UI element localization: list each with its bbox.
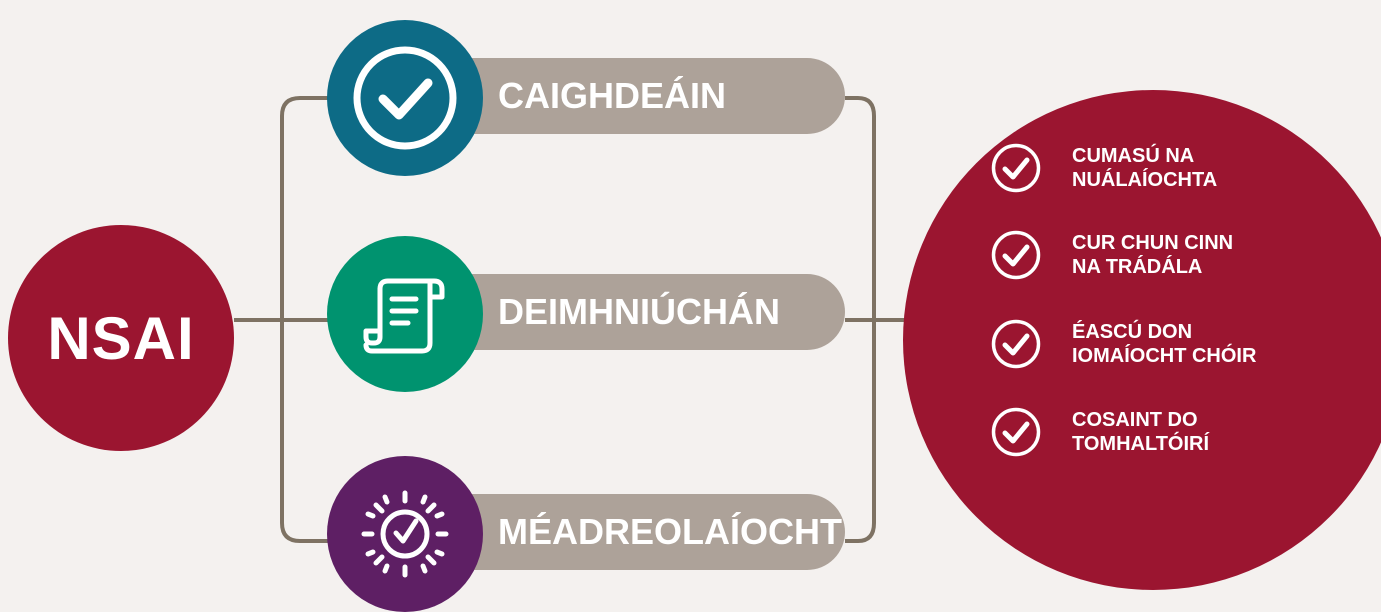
pillar-label-certification: DEIMHNIÚCHÁN [440, 274, 845, 350]
stopwatch-gauge-icon [361, 490, 449, 578]
benefit-text: ÉASCÚ DON IOMAÍOCHT CHÓIR [1072, 320, 1332, 368]
benefit-text: CUMASÚ NA NUÁLAÍOCHTA [1072, 144, 1332, 192]
benefit-item: CUR CHUN CINN NA TRÁDÁLA [990, 229, 1332, 281]
certification-icon-circle [327, 236, 483, 392]
pillar-label: CAIGHDEÁIN [498, 75, 727, 116]
scroll-document-icon [363, 278, 445, 354]
checkmark-icon [991, 319, 1041, 369]
benefit-item: CUMASÚ NA NUÁLAÍOCHTA [990, 142, 1332, 194]
pillar-label: MÉADREOLAÍOCHT [498, 511, 842, 552]
benefit-line: COSAINT DO [1072, 409, 1198, 431]
checkmark-icon [353, 46, 457, 150]
organization-name: NSAI [47, 304, 195, 372]
benefit-item: COSAINT DO TOMHALTÓIRÍ [990, 406, 1332, 458]
benefit-text: COSAINT DO TOMHALTÓIRÍ [1072, 408, 1332, 456]
pillar-label: DEIMHNIÚCHÁN [498, 291, 780, 332]
benefit-line: ÉASCÚ DON [1072, 321, 1193, 343]
standards-icon-circle [327, 20, 483, 176]
benefit-text: CUR CHUN CINN NA TRÁDÁLA [1072, 231, 1332, 279]
benefits-circle [903, 90, 1381, 590]
benefit-line: IOMAÍOCHT CHÓIR [1072, 345, 1257, 367]
checkmark-icon [991, 407, 1041, 457]
benefit-line: CUMASÚ NA [1072, 145, 1195, 167]
benefit-line: TOMHALTÓIRÍ [1072, 433, 1210, 455]
pillar-label-metrology: MÉADREOLAÍOCHT [440, 494, 845, 570]
benefit-line: NUÁLAÍOCHTA [1072, 169, 1218, 191]
benefit-line: NA TRÁDÁLA [1072, 256, 1203, 278]
checkmark-icon [991, 230, 1041, 280]
pillar-label-standards: CAIGHDEÁIN [440, 58, 845, 134]
metrology-icon-circle [327, 456, 483, 612]
nsai-circle: NSAI [8, 225, 234, 451]
benefit-item: ÉASCÚ DON IOMAÍOCHT CHÓIR [990, 318, 1332, 370]
checkmark-icon [991, 143, 1041, 193]
benefit-line: CUR CHUN CINN [1072, 232, 1234, 254]
